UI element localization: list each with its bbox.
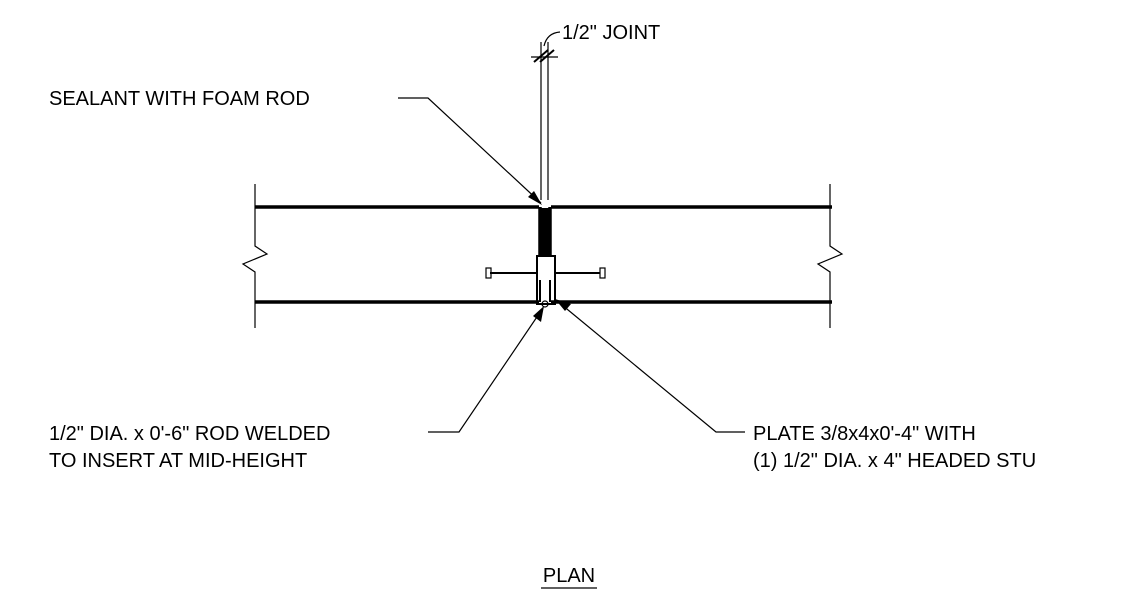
left-break-line: [241, 184, 269, 328]
foam-rod: [541, 208, 549, 256]
plate-label-line-1: PLATE 3/8x4x0'-4" WITH: [753, 423, 976, 445]
rod-label-line-2: TO INSERT AT MID-HEIGHT: [49, 450, 307, 472]
right-stud-head: [599, 267, 606, 279]
embed-insert: [485, 208, 606, 308]
joint-leader: [543, 31, 561, 47]
joint-dim-tick-2: [539, 49, 555, 63]
plate-arrowhead: [555, 299, 571, 311]
sealant-label: SEALANT WITH FOAM ROD: [49, 88, 310, 110]
joint-dim-tick-1: [533, 49, 549, 63]
rod-leader: [428, 307, 544, 433]
sealant-arrowhead: [528, 191, 542, 205]
leaders: [398, 97, 745, 433]
rod-section: [541, 300, 549, 308]
sealant-leader: [398, 97, 542, 204]
joint-label: 1/2" JOINT: [562, 22, 660, 44]
rod-arrowhead: [533, 306, 544, 322]
plate-leader: [555, 299, 745, 433]
view-title: PLAN: [543, 565, 595, 587]
right-break-line: [816, 184, 844, 328]
plate-label-line-2: (1) 1/2" DIA. x 4" HEADED STU: [753, 450, 1036, 472]
left-stud-head: [485, 267, 492, 279]
rod-label-line-1: 1/2" DIA. x 0'-6" ROD WELDED: [49, 423, 330, 445]
panel-outlines: [255, 205, 832, 304]
joint-extension-lines: [531, 31, 561, 200]
